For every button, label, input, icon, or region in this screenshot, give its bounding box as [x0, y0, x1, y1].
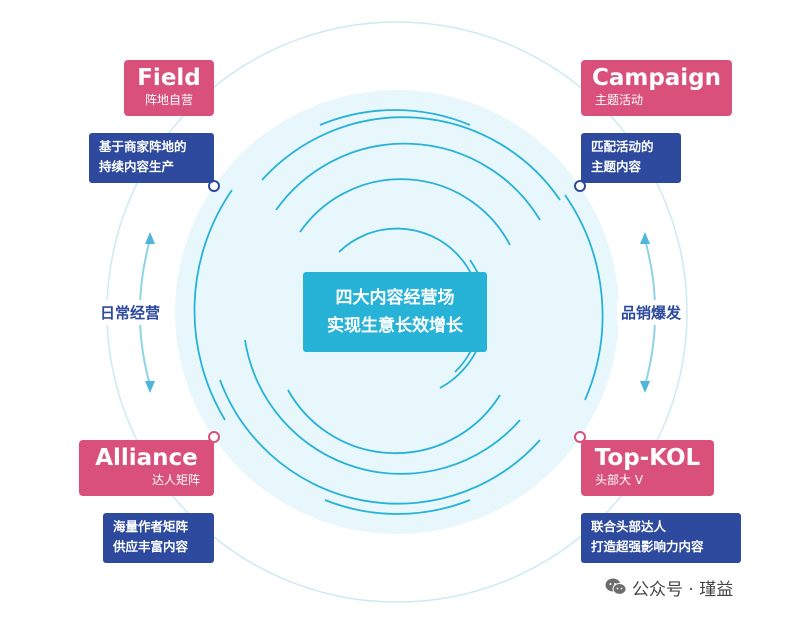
right-arrow-up [640, 232, 650, 244]
right-arrow-down [640, 381, 650, 393]
left-side-label: 日常经营 [96, 300, 165, 325]
field-title: Field [137, 65, 201, 91]
field-desc-line2: 持续内容生产 [99, 159, 175, 174]
right-side-label: 品销爆发 [617, 300, 686, 325]
campaign-desc-line1: 匹配活动的 [591, 139, 654, 154]
alliance-title: Alliance [95, 445, 198, 471]
alliance-subtitle: 达人矩阵 [151, 473, 200, 487]
field-desc-line1: 基于商家阵地的 [99, 139, 187, 154]
wechat-icon [605, 578, 627, 595]
field-desc-box: 基于商家阵地的 持续内容生产 [89, 133, 214, 183]
alliance-desc-line2: 供应丰富内容 [113, 539, 189, 554]
field-connector-dot [208, 180, 220, 192]
field-title-box: Field 阵地自营 [124, 60, 214, 116]
campaign-desc-box: 匹配活动的 主题内容 [581, 133, 681, 183]
alliance-title-box: Alliance 达人矩阵 [79, 440, 214, 496]
center-line1: 四大内容经营场 [335, 288, 455, 308]
left-arrow-up [145, 232, 155, 244]
topkol-desc-line1: 联合头部达人 [591, 519, 667, 534]
topkol-title: Top-KOL [594, 445, 701, 471]
alliance-desc-box: 海量作者矩阵 供应丰富内容 [103, 513, 214, 563]
topkol-title-box: Top-KOL 头部大 V [581, 440, 714, 496]
topkol-desc-box: 联合头部达人 打造超强影响力内容 [581, 513, 741, 563]
field-subtitle: 阵地自营 [144, 93, 193, 107]
campaign-title: Campaign [591, 65, 722, 91]
campaign-subtitle: 主题活动 [595, 93, 644, 107]
campaign-title-box: Campaign 主题活动 [581, 60, 732, 116]
center-line2: 实现生意长效增长 [327, 316, 463, 336]
topkol-subtitle: 头部大 V [595, 473, 644, 487]
campaign-desc-line2: 主题内容 [591, 159, 642, 174]
campaign-connector-dot [574, 180, 586, 192]
alliance-desc-line1: 海量作者矩阵 [113, 519, 189, 534]
left-arrow-down [145, 381, 155, 393]
center-box: 四大内容经营场 实现生意长效增长 [303, 272, 487, 352]
alliance-connector-dot [208, 431, 220, 443]
topkol-desc-line2: 打造超强影响力内容 [591, 539, 704, 554]
topkol-connector-dot [574, 431, 586, 443]
watermark-text: 公众号 · 瑾益 [632, 580, 734, 600]
